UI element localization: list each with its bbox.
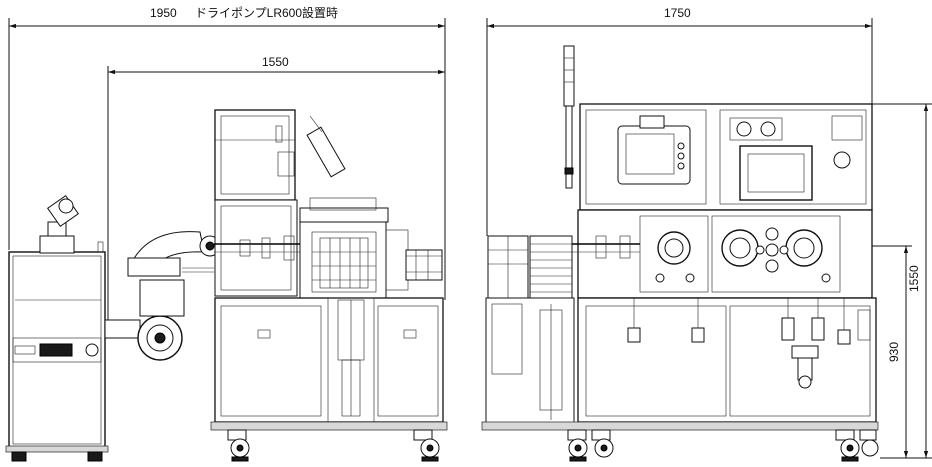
- machine-front-view: [481, 45, 879, 462]
- dim-overall-width-note: ドライポンプLR600設置時: [195, 5, 338, 20]
- dim-left-unit-width: 1550: [262, 55, 289, 69]
- caster-wheels-left: [227, 429, 440, 462]
- dim-right-total-height: 1550: [907, 265, 921, 292]
- dim-overall-width-value: 1950: [150, 6, 177, 20]
- machine-side-view: [210, 109, 448, 462]
- pump-connection: [104, 231, 221, 361]
- pump-display-panel: [39, 343, 73, 357]
- viewport-flanges: [655, 227, 831, 283]
- valve-assemblies: [627, 298, 851, 389]
- dry-pump-unit: [5, 194, 109, 462]
- dim-right-width: 1750: [664, 6, 691, 20]
- dim-right-partial-height: 930: [887, 342, 901, 362]
- caster-wheels-right: [567, 429, 879, 462]
- signal-tower: [563, 45, 575, 189]
